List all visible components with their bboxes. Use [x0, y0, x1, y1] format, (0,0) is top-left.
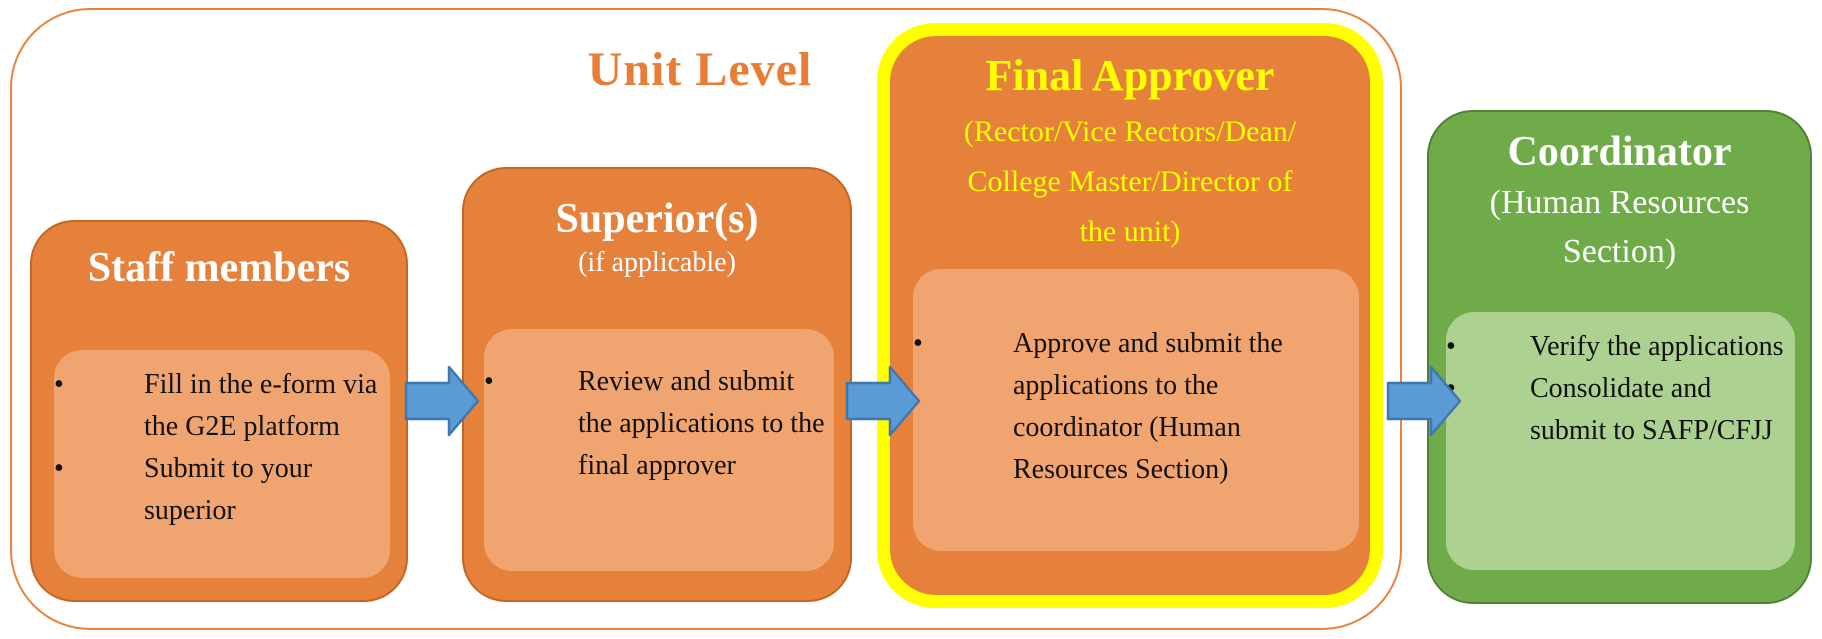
final-approver-panel: Approve and submit the applications to t… — [913, 269, 1359, 551]
coordinator-box: Coordinator (Human Resources Section) Ve… — [1427, 110, 1812, 604]
bullet-item: Review and submit the applications to th… — [484, 361, 830, 487]
unit-level-outline — [10, 8, 1402, 630]
coordinator-bullet-list: Verify the applications Consolidate and … — [1446, 312, 1795, 452]
superiors-panel: Review and submit the applications to th… — [484, 329, 834, 571]
staff-members-bullet-list: Fill in the e-form via the G2E platform … — [54, 350, 390, 532]
coordinator-panel: Verify the applications Consolidate and … — [1446, 312, 1795, 570]
arrow-right-icon — [845, 365, 921, 437]
coordinator-subtitle: (Human Resources Section) — [1489, 184, 1750, 271]
bullet-item: Verify the applications — [1446, 326, 1791, 368]
superiors-subtitle: (if applicable) — [578, 247, 736, 278]
final-approver-box: Final Approver (Rector/Vice Rectors/Dean… — [890, 36, 1370, 595]
subtitle-line: the unit) — [1079, 215, 1181, 248]
staff-members-title: Staff members — [87, 245, 351, 291]
unit-level-title: Unit Level — [587, 43, 813, 96]
final-approver-bullet-list: Approve and submit the applications to t… — [913, 269, 1359, 491]
subtitle-line: College Master/Director of — [967, 165, 1293, 198]
staff-members-box: Staff members Fill in the e-form via the… — [30, 220, 408, 602]
arrow-right-icon — [404, 365, 480, 437]
final-approver-subtitle: (Rector/Vice Rectors/Dean/ College Maste… — [890, 107, 1370, 257]
superiors-bullet-list: Review and submit the applications to th… — [484, 329, 834, 487]
staff-members-panel: Fill in the e-form via the G2E platform … — [54, 350, 390, 578]
bullet-item: Submit to your superior — [54, 448, 386, 532]
bullet-item: Consolidate and submit to SAFP/CFJJ — [1446, 368, 1791, 452]
arrow-right-icon — [1386, 365, 1462, 437]
superiors-box: Superior(s) (if applicable) Review and s… — [462, 167, 852, 602]
final-approver-highlight: Final Approver (Rector/Vice Rectors/Dean… — [877, 23, 1383, 608]
coordinator-title: Coordinator — [1507, 129, 1732, 175]
bullet-item: Approve and submit the applications to t… — [913, 323, 1351, 491]
subtitle-line: (Rector/Vice Rectors/Dean/ — [963, 115, 1297, 148]
final-approver-title: Final Approver — [985, 51, 1275, 100]
bullet-item: Fill in the e-form via the G2E platform — [54, 364, 386, 448]
superiors-title: Superior(s) — [555, 196, 759, 242]
